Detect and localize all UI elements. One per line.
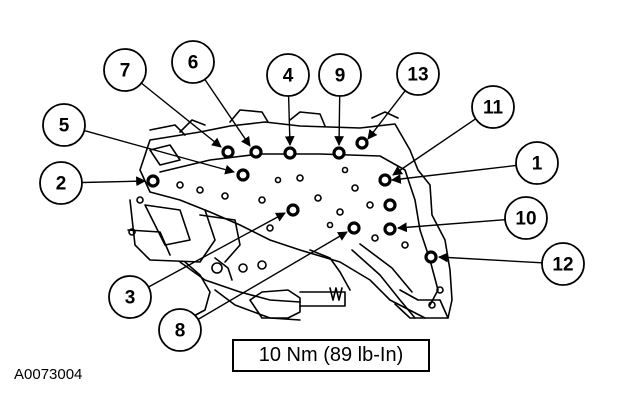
leader-line-3 [148, 212, 286, 288]
torque-spec-box: 10 Nm (89 lb-In) [232, 339, 430, 372]
bolt-head [424, 250, 438, 264]
leader-line-1 [391, 164, 517, 184]
callout-number: 11 [483, 98, 504, 119]
leader-line-8 [197, 231, 348, 320]
callout-number: 1 [532, 154, 543, 175]
callout-circle [396, 52, 440, 96]
bolt-head [236, 168, 250, 182]
callout-circle [515, 141, 559, 185]
callout-circle [504, 196, 548, 240]
callout-circle [108, 275, 152, 319]
callout-number: 12 [552, 255, 573, 276]
callout-circle [318, 53, 362, 97]
callout-number: 7 [120, 61, 131, 82]
callout-12: 12 [541, 242, 585, 286]
leader-line-2 [81, 176, 146, 187]
callout-circle [541, 242, 585, 286]
leader-lines [81, 78, 543, 320]
callout-number: 6 [188, 53, 199, 74]
callout-9: 9 [318, 53, 362, 97]
callout-circle [103, 48, 147, 92]
callout-circle [471, 85, 515, 129]
callout-11: 11 [471, 85, 515, 129]
leader-line-5 [84, 129, 235, 175]
callout-number: 4 [283, 66, 294, 87]
leader-line-4 [284, 95, 295, 146]
callout-10: 10 [504, 196, 548, 240]
leader-line-13 [367, 90, 406, 140]
bolt-head [146, 174, 160, 188]
bolt-head [378, 173, 392, 187]
leader-line-6 [204, 78, 251, 147]
bolt-head [383, 198, 397, 212]
leader-line-10 [397, 218, 506, 233]
bolt-head [347, 221, 361, 235]
callout-number: 3 [125, 288, 136, 309]
leader-line-11 [392, 118, 477, 176]
callout-number: 2 [56, 174, 67, 195]
callout-circle [158, 308, 202, 352]
callout-circle [42, 103, 86, 147]
bolt-head [286, 203, 300, 217]
bolt-head [332, 146, 346, 160]
callout-number: 13 [407, 65, 428, 86]
valve-body-illustration [127, 109, 453, 321]
callout-number: 9 [335, 66, 346, 87]
bolt-head [249, 145, 263, 159]
bolt-head [283, 146, 297, 160]
bolt-head [221, 145, 235, 159]
callout-circle [266, 53, 310, 97]
callout-number: 8 [175, 321, 186, 342]
callout-1: 1 [515, 141, 559, 185]
callout-4: 4 [266, 53, 310, 97]
callout-circle [39, 161, 83, 205]
callout-6: 6 [171, 40, 215, 84]
callout-2: 2 [39, 161, 83, 205]
callout-number: 10 [515, 209, 536, 230]
leader-line-9 [334, 95, 345, 146]
bolt-heads [146, 136, 438, 264]
torque-spec-text: 10 Nm (89 lb-In) [258, 344, 404, 366]
callout-13: 13 [396, 52, 440, 96]
callout-8: 8 [158, 308, 202, 352]
callout-5: 5 [42, 103, 86, 147]
bolt-head [383, 222, 397, 236]
callout-3: 3 [108, 275, 152, 319]
callout-circle [171, 40, 215, 84]
callout-7: 7 [103, 48, 147, 92]
figure-id: A0073004 [14, 366, 83, 383]
bolt-head [355, 136, 369, 150]
leader-line-7 [140, 82, 222, 148]
leader-line-12 [438, 252, 543, 264]
callout-number: 5 [59, 116, 70, 137]
